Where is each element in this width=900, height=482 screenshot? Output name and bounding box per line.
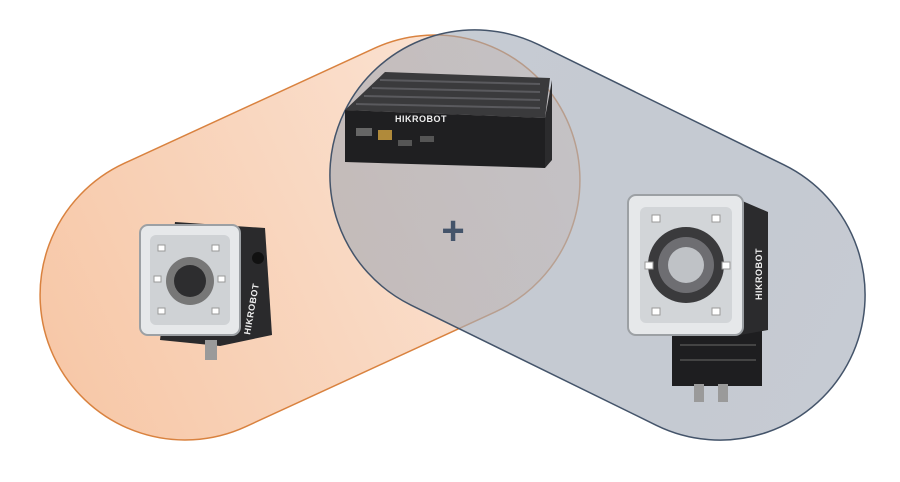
blue-capsule: [329, 29, 866, 441]
controller-box-image: HIKROBOT: [345, 72, 552, 168]
svg-text:HIKROBOT: HIKROBOT: [395, 114, 447, 124]
large-camera-image: HIKROBOT: [627, 194, 768, 402]
plus-sign: +: [441, 209, 464, 253]
svg-text:HIKROBOT: HIKROBOT: [754, 248, 764, 300]
small-camera-image: HIKROBOT: [139, 222, 272, 360]
